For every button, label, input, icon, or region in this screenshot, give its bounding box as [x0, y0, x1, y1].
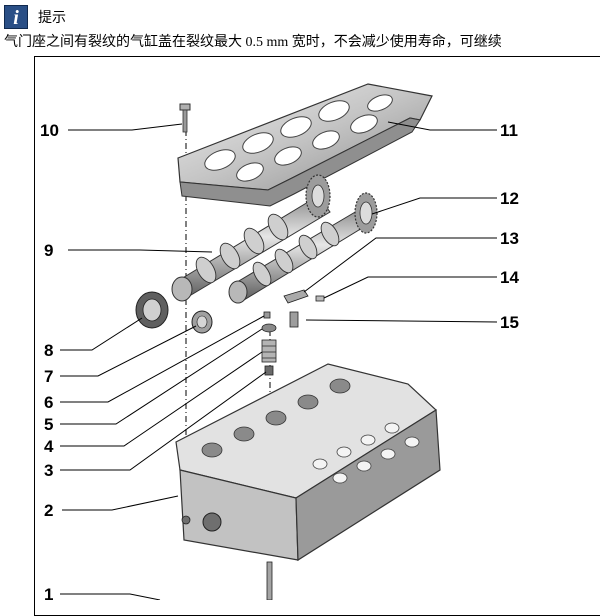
cylinder-head-exploded-diagram: 10 9 8 7 6 5 4 3 2 1 11 12 13 14 15 — [40, 83, 519, 600]
valve-spring-retainer — [261, 323, 277, 333]
callout-7: 7 — [44, 367, 53, 386]
retaining-clip — [315, 295, 325, 302]
camshaft-bearing-frame — [177, 83, 433, 207]
callout-4: 4 — [44, 437, 54, 456]
hint-title: 提示 — [38, 11, 66, 26]
callout-5: 5 — [44, 415, 53, 434]
roller-rocker-arm — [283, 289, 309, 304]
callout-13: 13 — [500, 229, 519, 248]
callout-12: 12 — [500, 189, 519, 208]
valve-cotters — [263, 311, 271, 319]
callout-14: 14 — [500, 268, 519, 287]
leader-lines — [60, 121, 498, 600]
callout-3: 3 — [44, 461, 53, 480]
exhaust-camshaft — [228, 192, 378, 304]
hydraulic-support-element — [289, 311, 299, 328]
info-icon-glyph: i — [13, 7, 19, 27]
callout-8: 8 — [44, 341, 53, 360]
callout-9: 9 — [44, 241, 53, 260]
valve — [266, 561, 273, 600]
valve-stem-seal — [264, 365, 274, 376]
callout-11: 11 — [500, 121, 518, 140]
callout-15: 15 — [500, 313, 519, 332]
bolt — [179, 103, 191, 133]
info-icon: i — [4, 5, 28, 29]
callout-10: 10 — [40, 121, 59, 140]
callout-2: 2 — [44, 501, 53, 520]
intake-camshaft — [171, 174, 331, 302]
callout-1: 1 — [44, 585, 53, 600]
sealing-plug — [191, 310, 213, 334]
hint-note: 气门座之间有裂纹的气缸盖在裂纹最大 0.5 mm 宽时，不会减少使用寿命，可继续 — [4, 35, 502, 50]
hint-header: i 提示 — [4, 4, 66, 30]
cylinder-head — [175, 363, 441, 562]
callout-6: 6 — [44, 393, 53, 412]
valve-spring — [261, 339, 277, 363]
callout-numbers: 10 9 8 7 6 5 4 3 2 1 11 12 13 14 15 — [40, 121, 519, 600]
oil-seal — [135, 291, 169, 329]
